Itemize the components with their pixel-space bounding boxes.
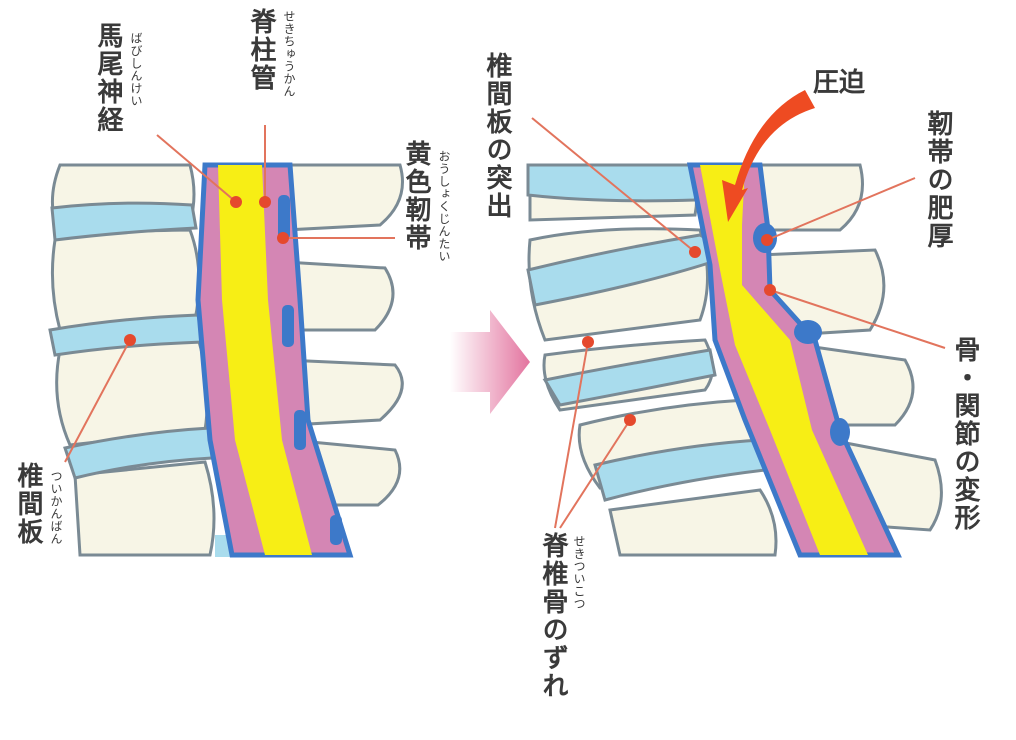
- leader-lines: [64, 117, 946, 529]
- spondylolisthesis-ruby: せきついこつ: [572, 535, 586, 610]
- cauda-equina-ruby: ばびしんけい: [129, 32, 143, 107]
- cauda-equina-dot: [230, 196, 242, 208]
- normal-spine-panel: [48, 162, 404, 558]
- compression-label: 圧迫: [813, 68, 866, 98]
- ligamentum-flavum-ruby: おうしょくじんたい: [437, 150, 451, 263]
- ligamentum-flavum-label: 黄色靭帯: [401, 140, 431, 252]
- disc-label: 椎間板: [13, 462, 43, 546]
- spinal-canal-dot: [259, 196, 271, 208]
- ligamentum-flavum-left: [278, 195, 342, 545]
- transition-arrow: [450, 310, 530, 414]
- spondylolisthesis-dot-1: [582, 336, 594, 348]
- stenosis-spine-panel: [526, 90, 943, 558]
- spinal-canal-label: 脊柱管: [246, 8, 276, 92]
- cauda-equina-label: 馬尾神経: [93, 22, 123, 134]
- spondylolisthesis-label: 脊椎骨のずれ: [538, 532, 568, 700]
- spinal-canal-ruby: せきちゅうかん: [282, 10, 296, 98]
- cauda-equina-nerve-right: [700, 165, 868, 555]
- vertebral-bodies-left: [50, 163, 216, 557]
- compression-arrow: [722, 90, 815, 222]
- ligamentum-flavum-dot: [277, 232, 289, 244]
- disc-ruby: ついかんばん: [49, 470, 63, 545]
- disc-protrusion-label: 椎間板の突出: [482, 52, 512, 220]
- bone-joint-deformation-label: 骨・関節の変形: [950, 336, 980, 532]
- ligament-thickening-label: 靭帯の肥厚: [923, 110, 953, 250]
- ligament-thickening-dot: [761, 234, 773, 246]
- intervertebral-discs-right: [526, 163, 767, 502]
- bone-deformation-dot: [764, 284, 776, 296]
- target-dots: [124, 196, 776, 426]
- disc-dot: [124, 334, 136, 346]
- cauda-equina-nerve-left: [218, 165, 312, 555]
- spondylolisthesis-dot-2: [624, 414, 636, 426]
- disc-protrusion-dot: [689, 246, 701, 258]
